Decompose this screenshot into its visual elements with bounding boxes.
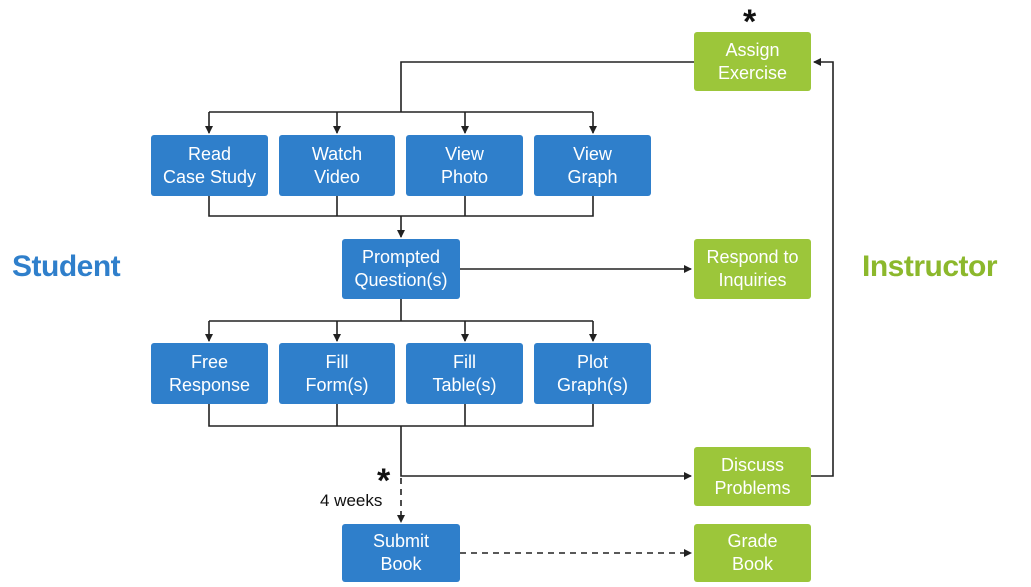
respond-inquiries-node: Respond to Inquiries (694, 239, 811, 299)
watch-video-node: Watch Video (279, 135, 395, 196)
edge-row1-collector (208, 196, 594, 217)
respond-inquiries-line1: Respond to (706, 247, 799, 267)
edge-collector-to-discuss (400, 426, 692, 480)
student-label: Student (12, 250, 121, 283)
view-photo-line1: View (445, 143, 484, 164)
grade-book-node: Grade Book (694, 524, 811, 582)
assign-exercise-node: Assign Exercise (694, 32, 811, 91)
submit-book-node: Submit Book (342, 524, 460, 582)
view-photo-line2: Photo (440, 166, 489, 187)
edge-row2-collector (208, 404, 594, 427)
grade-book-line2: Book (731, 554, 774, 574)
plot-graphs-line1: Plot (576, 351, 609, 372)
submit-book-line2: Book (380, 554, 422, 574)
edge-discuss-to-assign (811, 58, 834, 477)
prompted-questions-line2: Question(s) (354, 270, 448, 290)
free-response-node: Free Response (151, 343, 268, 404)
plot-graphs-line2: Graph(s) (556, 374, 628, 395)
instructor-label: Instructor (862, 250, 998, 283)
read-case-study-line2: Case Study (162, 166, 257, 187)
view-graph-line2: Graph (567, 166, 618, 187)
prompted-questions-node: Prompted Question(s) (342, 239, 460, 299)
watch-video-line1: Watch (311, 143, 363, 164)
edge-assign-to-bus (400, 61, 694, 112)
watch-video-line2: Video (314, 166, 360, 187)
read-case-study-node: Read Case Study (151, 135, 268, 196)
free-response-line2: Response (168, 374, 251, 395)
assign-exercise-line1: Assign (725, 39, 780, 60)
view-graph-node: View Graph (534, 135, 651, 196)
fill-tables-line1: Fill (453, 351, 476, 372)
respond-inquiries-line2: Inquiries (718, 270, 787, 290)
plot-graphs-node: Plot Graph(s) (534, 343, 651, 404)
fill-forms-line1: Fill (325, 351, 349, 372)
asterisk-marker-mid: * (377, 462, 391, 500)
discuss-problems-line1: Discuss (720, 454, 784, 475)
asterisk-marker-top: * (743, 3, 757, 41)
grade-book-line1: Grade (727, 531, 778, 551)
fill-tables-line2: Table(s) (432, 374, 497, 395)
submit-book-line1: Submit (372, 531, 430, 551)
discuss-problems-node: Discuss Problems (694, 447, 811, 506)
fill-forms-line2: Form(s) (305, 374, 369, 395)
view-photo-node: View Photo (406, 135, 523, 196)
duration-label: 4 weeks (320, 491, 383, 510)
prompted-questions-line1: Prompted (361, 247, 441, 267)
assign-exercise-line2: Exercise (717, 62, 788, 83)
fill-forms-node: Fill Form(s) (279, 343, 395, 404)
view-graph-line1: View (573, 143, 612, 164)
free-response-line1: Free (190, 351, 228, 372)
read-case-study-line1: Read (187, 143, 232, 164)
fill-tables-node: Fill Table(s) (406, 343, 523, 404)
discuss-problems-line2: Problems (714, 477, 791, 498)
